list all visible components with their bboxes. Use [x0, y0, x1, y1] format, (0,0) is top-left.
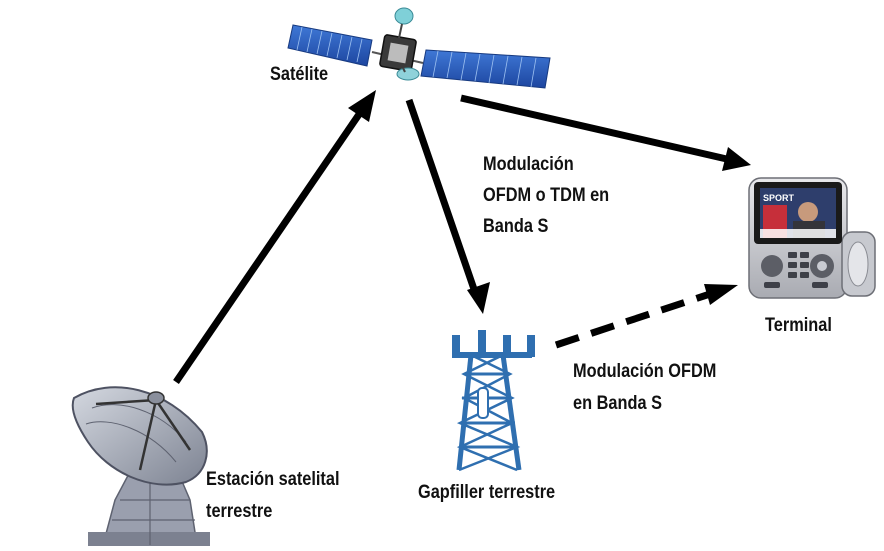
satellite-label: Satélite	[270, 64, 329, 85]
arrow-satellite-to-terminal	[460, 94, 751, 171]
satellite-gapfiller-modulation-line3: Banda S	[483, 216, 549, 237]
mobile-phone-icon: SPORT	[748, 177, 876, 299]
gapfiller-terminal-modulation-line1: Modulación OFDM	[573, 361, 717, 382]
arrow-satellite-to-gapfiller	[405, 98, 490, 314]
arrow-station-to-satellite	[173, 90, 376, 384]
transmission-tower-icon	[452, 330, 535, 472]
ground-station-label-line2: terrestre	[206, 501, 273, 522]
phone-screen-text: SPORT	[763, 193, 795, 203]
satellite-gapfiller-modulation-line1: Modulación	[483, 154, 574, 175]
satellite-gapfiller-modulation-line2: OFDM o TDM en	[483, 185, 610, 206]
satellite-dish-icon	[71, 386, 210, 546]
gapfiller-terminal-modulation-line2: en Banda S	[573, 393, 662, 414]
terminal-label: Terminal	[765, 315, 832, 336]
satellite-icon	[287, 7, 551, 89]
gapfiller-label: Gapfiller terrestre	[418, 482, 556, 503]
ground-station-label-line1: Estación satelital	[206, 469, 340, 490]
arrow-gapfiller-to-terminal	[554, 284, 738, 349]
